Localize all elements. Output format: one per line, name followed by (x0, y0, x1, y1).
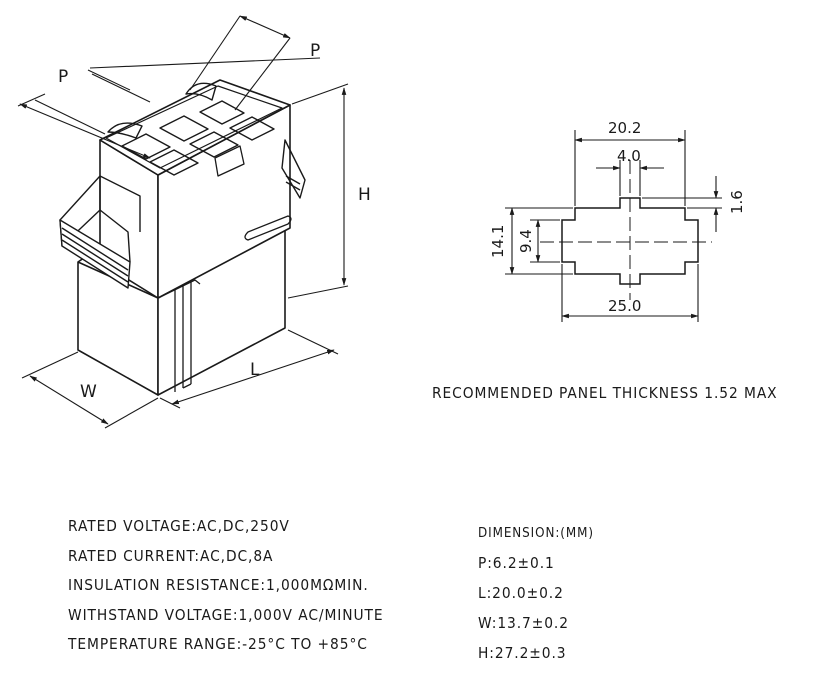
electrical-specs: RATED VOLTAGE:AC,DC,250V RATED CURRENT:A… (68, 512, 411, 660)
label-w: W (80, 382, 97, 402)
spec-withstand-voltage: WITHSTAND VOLTAGE:1,000V AC/MINUTE (68, 605, 384, 624)
l-dimension (171, 349, 335, 405)
dimension-w: W:13.7±0.2 (478, 614, 569, 632)
side-rib (244, 215, 292, 241)
dimension-table: DIMENSION:(MM) P:6.2±0.1 L:20.0±0.2 W:13… (478, 520, 604, 668)
cavity-6 (229, 116, 275, 141)
cutout-outline (561, 197, 699, 285)
locking-latch-right (281, 139, 306, 199)
label-14-1: 14.1 (489, 225, 507, 258)
cavity-4 (189, 131, 239, 158)
spec-rated-voltage: RATED VOLTAGE:AC,DC,250V (68, 517, 290, 535)
label-p-left: P (58, 67, 68, 87)
panel-thickness-note: RECOMMENDED PANEL THICKNESS 1.52 MAX (432, 384, 778, 402)
isometric-dimension-lines (17, 15, 349, 429)
dimension-title: DIMENSION:(MM) (478, 526, 594, 541)
locking-latch-left (59, 175, 141, 289)
p-left-dimension (19, 103, 151, 159)
spec-rated-current: RATED CURRENT:AC,DC,8A (68, 546, 274, 565)
cavity-5 (199, 100, 245, 125)
label-p-top: P (310, 41, 320, 61)
label-20-2: 20.2 (608, 119, 641, 137)
connector-isometric-view (59, 79, 306, 396)
label-4-0: 4.0 (617, 147, 641, 165)
spec-temperature-range: TEMPERATURE RANGE:-25°C TO +85°C (68, 635, 368, 653)
cavity-round-2 (185, 82, 217, 101)
panel-cutout-view (540, 160, 712, 300)
p-top-dimension (239, 15, 291, 39)
label-25-0: 25.0 (608, 297, 641, 315)
cutout-dimension-lines (505, 130, 722, 322)
isometric-labels: P P H W L (58, 41, 371, 402)
spec-insulation-resistance: INSULATION RESISTANCE:1,000MΩMIN. (68, 576, 369, 594)
dimension-h: H:27.2±0.3 (478, 644, 567, 662)
label-h: H (358, 185, 371, 205)
label-1-6: 1.6 (728, 190, 746, 214)
cutout-labels: 20.2 4.0 1.6 14.1 9.4 25.0 (489, 119, 746, 315)
dimension-p: P:6.2±0.1 (478, 554, 555, 572)
label-9-4: 9.4 (517, 229, 535, 253)
polarizing-key (214, 145, 245, 177)
cavity-2 (159, 115, 209, 142)
label-l: L (250, 360, 260, 380)
w-dimension (29, 375, 109, 425)
cavity-3 (149, 149, 199, 176)
dimension-l: L:20.0±0.2 (478, 584, 564, 602)
